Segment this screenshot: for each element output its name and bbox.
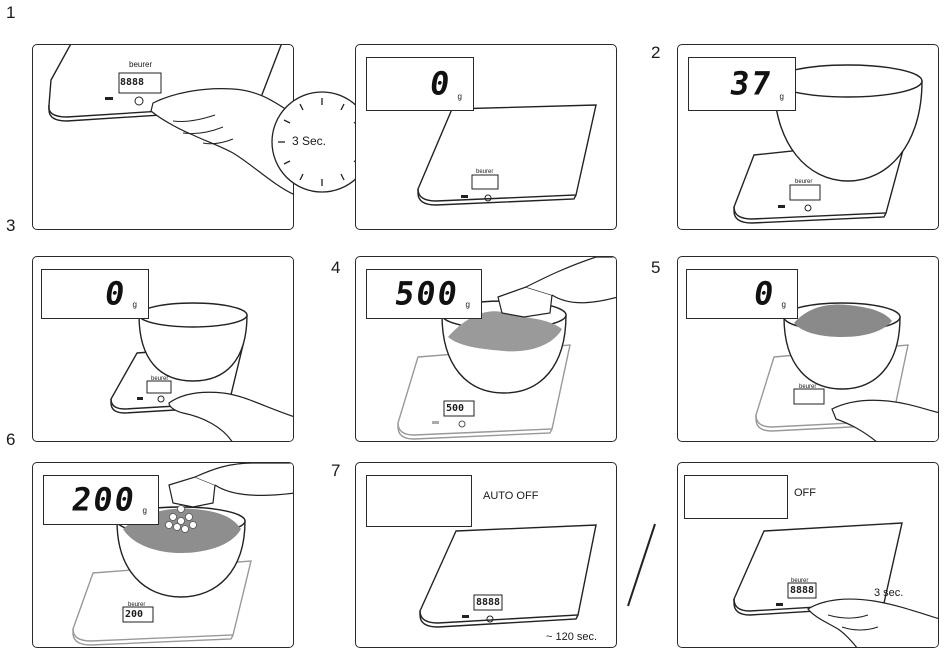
panel-step-3: 0 g beurer [32,256,294,442]
small-lcd-digits: 8888 [120,77,144,89]
step-number-7: 7 [331,462,340,479]
lcd-value: 0 [427,67,453,99]
panel-step-6: 200 g 200 beurer [32,462,294,648]
brand-logo: beurer [128,599,145,611]
unit-label: g [458,93,462,101]
panel-step-4: 500 g 500 [355,256,617,442]
brand-logo: beurer [151,373,168,385]
brand-logo: beurer [799,381,816,393]
auto-off-caption: AUTO OFF [483,490,538,502]
panel-step-2: 37 g beurer [677,44,939,230]
panel-step-1-zero: 0 g beurer [355,44,617,230]
lcd-display: 200 g [43,475,159,525]
panel-step-7-auto-off: AUTO OFF ~ 120 sec. 8888 [355,462,617,648]
lcd-value: 0 [102,277,128,309]
step-number-4: 4 [331,259,340,276]
unit-label: g [782,301,786,309]
step-number-2: 2 [651,44,660,61]
separator-line [622,520,662,612]
small-lcd-digits: 8888 [476,597,500,609]
lcd-display-blank [366,475,472,527]
lcd-value: 200 [70,483,138,515]
lcd-display: 0 g [686,269,798,319]
timeout-caption: ~ 120 sec. [546,631,597,643]
lcd-display: 0 g [366,57,474,111]
step-number-6: 6 [6,431,15,448]
off-caption: OFF [794,487,816,499]
unit-label: g [780,93,784,101]
small-lcd-digits: 500 [446,403,464,415]
step-number-3: 3 [6,217,15,234]
panel-step-1-press: 8888 beurer [32,44,294,230]
unit-label: g [143,507,147,515]
step-number-1: 1 [6,4,15,21]
panel-step-7-manual-off: OFF 3 sec. 8888 beurer [677,462,939,648]
unit-label: g [466,301,470,309]
lcd-display: 37 g [688,57,796,111]
lcd-value: 37 [728,67,775,99]
lcd-value: 0 [751,277,777,309]
panel-step-5: 0 g beurer [677,256,939,442]
brand-logo: beurer [476,166,493,178]
timer-label: 3 Sec. [292,135,326,147]
hold-time-caption: 3 sec. [874,587,903,599]
unit-label: g [133,301,137,309]
scale-illustration [33,45,294,230]
lcd-display: 500 g [366,269,482,319]
brand-logo: beurer [795,176,812,188]
brand-logo: beurer [129,59,152,71]
lcd-display-blank [684,475,788,519]
step-number-5: 5 [651,259,660,276]
lcd-display: 0 g [41,269,149,319]
brand-logo: beurer [791,575,808,587]
lcd-value: 500 [393,277,461,309]
